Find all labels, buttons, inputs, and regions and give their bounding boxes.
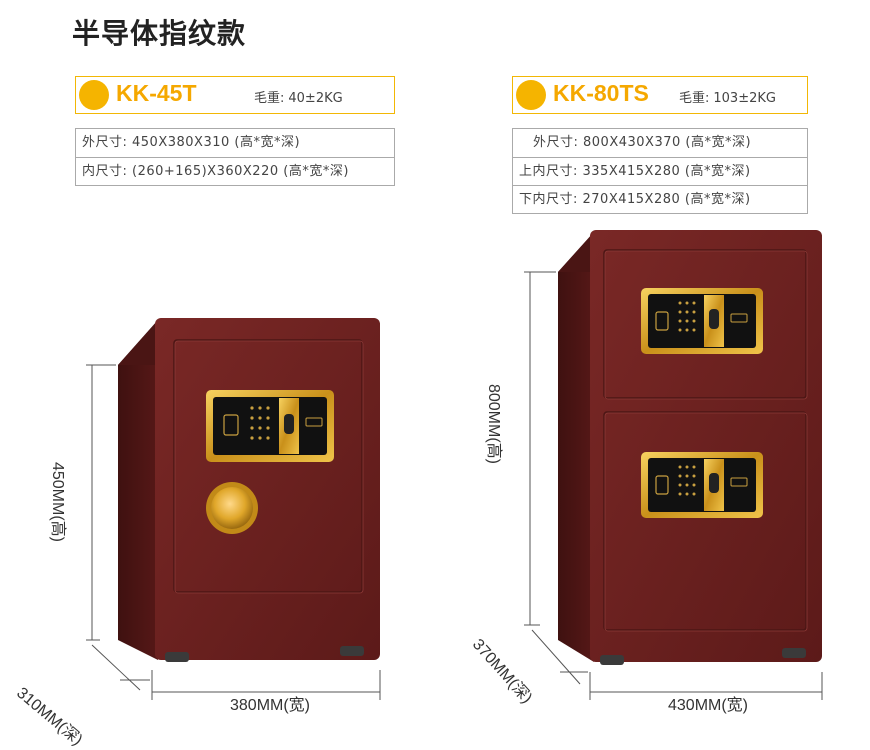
weight-value: 103±2KG xyxy=(713,91,776,106)
model-name: KK-45T xyxy=(116,80,197,106)
model-weight: 毛重:103±2KG xyxy=(679,87,776,106)
model-weight: 毛重:40±2KG xyxy=(254,87,343,106)
model-header-kk45t: KK-45T 毛重:40±2KG xyxy=(75,76,395,114)
weight-value: 40±2KG xyxy=(288,91,343,106)
dial-knob-icon xyxy=(206,482,258,534)
spec-row: 外尺寸: 800X430X370 (高*宽*深) xyxy=(533,135,752,150)
fingerprint-lock-panel xyxy=(206,390,334,462)
weight-label: 毛重: xyxy=(254,91,285,106)
fingerprint-lock-panel-upper xyxy=(641,288,763,354)
model-bullet-icon xyxy=(79,80,109,110)
weight-label: 毛重: xyxy=(679,91,710,106)
keypad-icon xyxy=(250,406,270,440)
dim-height-label-kk80ts: 800MM(高) xyxy=(485,383,502,464)
fingerprint-icon xyxy=(709,473,719,493)
dim-width-label-kk80ts: 430MM(宽) xyxy=(668,697,749,714)
fingerprint-icon xyxy=(709,309,719,329)
spec-table-kk45t: 外尺寸: 450X380X310 (高*宽*深) 内尺寸: (260+165)X… xyxy=(75,128,395,186)
fingerprint-lock-panel-lower xyxy=(641,452,763,518)
safe-side-panel xyxy=(118,320,158,660)
spec-row: 内尺寸: (260+165)X360X220 (高*宽*深) xyxy=(76,157,394,185)
spec-row: 下内尺寸: 270X415X280 (高*宽*深) xyxy=(513,185,807,213)
keypad-icon xyxy=(678,465,696,496)
page-title: 半导体指纹款 xyxy=(72,17,247,50)
model-bullet-icon xyxy=(516,80,546,110)
spec-row: 上内尺寸: 335X415X280 (高*宽*深) xyxy=(513,157,807,185)
keypad-icon xyxy=(678,301,696,332)
dim-width-label-kk45t: 380MM(宽) xyxy=(230,697,311,714)
dim-height-label-kk45t: 450MM(高) xyxy=(49,461,66,542)
spec-table-kk80ts: 外尺寸: 800X430X370 (高*宽*深) 上内尺寸: 335X415X2… xyxy=(512,128,808,214)
fingerprint-icon xyxy=(284,414,294,434)
safe-side-panel xyxy=(558,232,594,662)
spec-row: 外尺寸: 450X380X310 (高*宽*深) xyxy=(82,135,301,150)
model-header-kk80ts: KK-80TS 毛重:103±2KG xyxy=(512,76,808,114)
model-name: KK-80TS xyxy=(553,80,649,106)
